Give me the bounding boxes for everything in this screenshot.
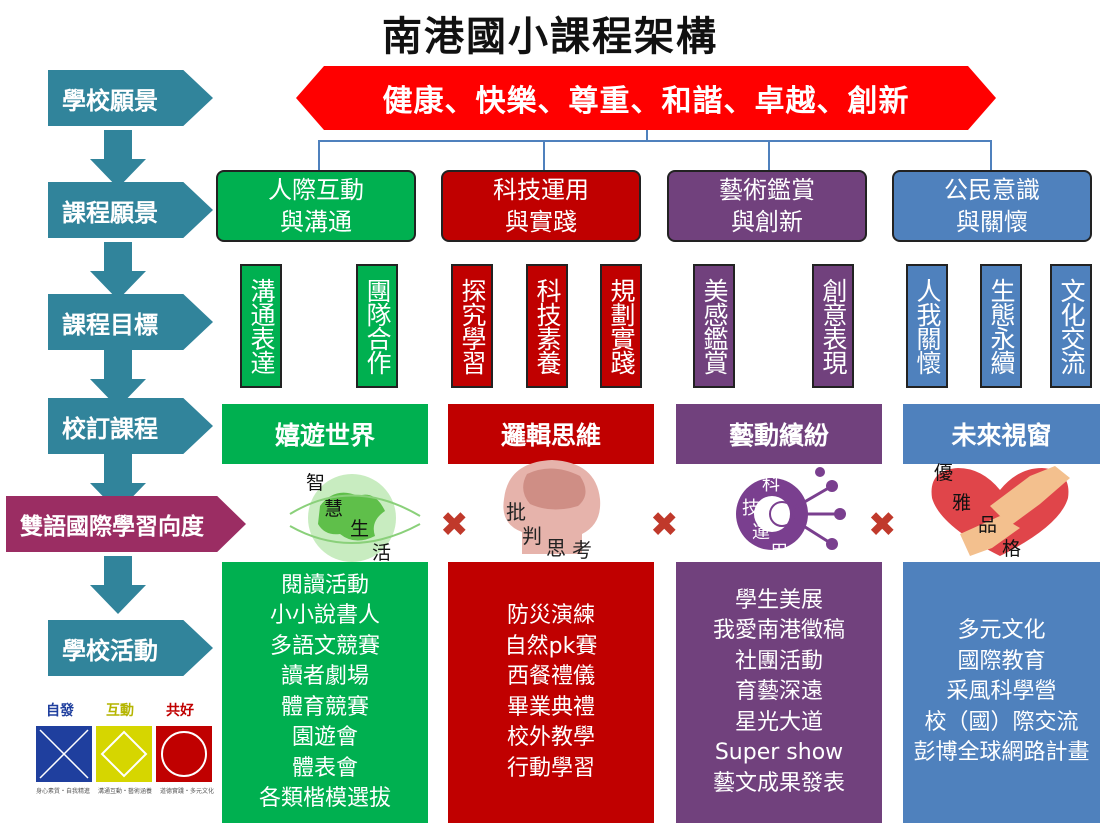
connector-line [318,140,320,170]
course-vision-box-1: 人際互動與溝通 [216,170,416,242]
connector-line [318,140,990,142]
legend-caption: 道德實踐・多元文化 [160,788,215,795]
legend-label: 互動 [106,703,134,719]
connector-line [990,140,992,170]
brain-head-icon: 批 判 思 考 [492,454,612,562]
down-arrow-icon [90,556,146,614]
legend-square-icon [96,726,152,782]
label-school-activity: 學校活動 [48,620,213,676]
course-vision-box-3: 藝術鑑賞與創新 [667,170,867,242]
connector-line [768,140,770,170]
goal-box: 美感鑑賞 [693,264,735,388]
page-title: 南港國小課程架構 [382,14,718,60]
course-box-1: 嬉遊世界 [222,404,428,464]
course-vision-box-2: 科技運用與實踐 [441,170,641,242]
activity-box-4: 多元文化國際教育采風科學營校（國）際交流彭博全球網路計畫 [903,562,1100,823]
goal-box: 生態永續 [980,264,1022,388]
cross-icon: ✖ [868,505,897,545]
legend-square-icon [156,726,212,782]
label-school-course: 校訂課程 [48,398,213,454]
goal-box: 規劃實踐 [600,264,642,388]
legend-caption: 身心素質・自我精進 [36,788,91,795]
globe-icon: 智 慧 生 活 [280,466,430,564]
down-arrow-icon [90,130,146,188]
label-school-vision: 學校願景 [48,70,213,126]
legend-caption: 溝通互動・藝術涵養 [98,788,153,795]
label-course-goal: 課程目標 [48,294,213,350]
goal-box: 科技素養 [526,264,568,388]
goal-box: 探究學習 [451,264,493,388]
activity-box-2: 防災演練自然pk賽西餐禮儀畢業典禮校外教學行動學習 [448,562,654,823]
label-course-vision: 課程願景 [48,182,213,238]
legend-label: 共好 [166,703,194,719]
goal-box: 文化交流 [1050,264,1092,388]
label-bilingual: 雙語國際學習向度 [6,496,246,552]
course-box-2: 邏輯思維 [448,404,654,464]
cross-icon: ✖ [440,505,469,545]
goal-box: 人我關懷 [906,264,948,388]
legend-square-icon [36,726,92,782]
goal-box: 溝通表達 [240,264,282,388]
connector-line [543,140,545,170]
gear-network-icon: 科 技 運 用 [722,464,862,563]
course-box-3: 藝動繽紛 [676,404,882,464]
goal-box: 創意表現 [812,264,854,388]
down-arrow-icon [90,242,146,300]
course-box-4: 未來視窗 [903,404,1100,464]
activity-box-1: 閱讀活動小小說書人多語文競賽讀者劇場體育競賽園遊會體表會各類楷模選拔 [222,562,428,823]
connector-line [646,130,648,140]
legend-label: 自發 [46,703,74,719]
school-vision-banner: 健康、快樂、尊重、和諧、卓越、創新 [296,66,996,130]
course-vision-box-4: 公民意識與關懷 [892,170,1092,242]
heart-hands-icon: 優 雅 品 格 [920,456,1080,562]
cross-icon: ✖ [650,505,679,545]
goal-box: 團隊合作 [356,264,398,388]
